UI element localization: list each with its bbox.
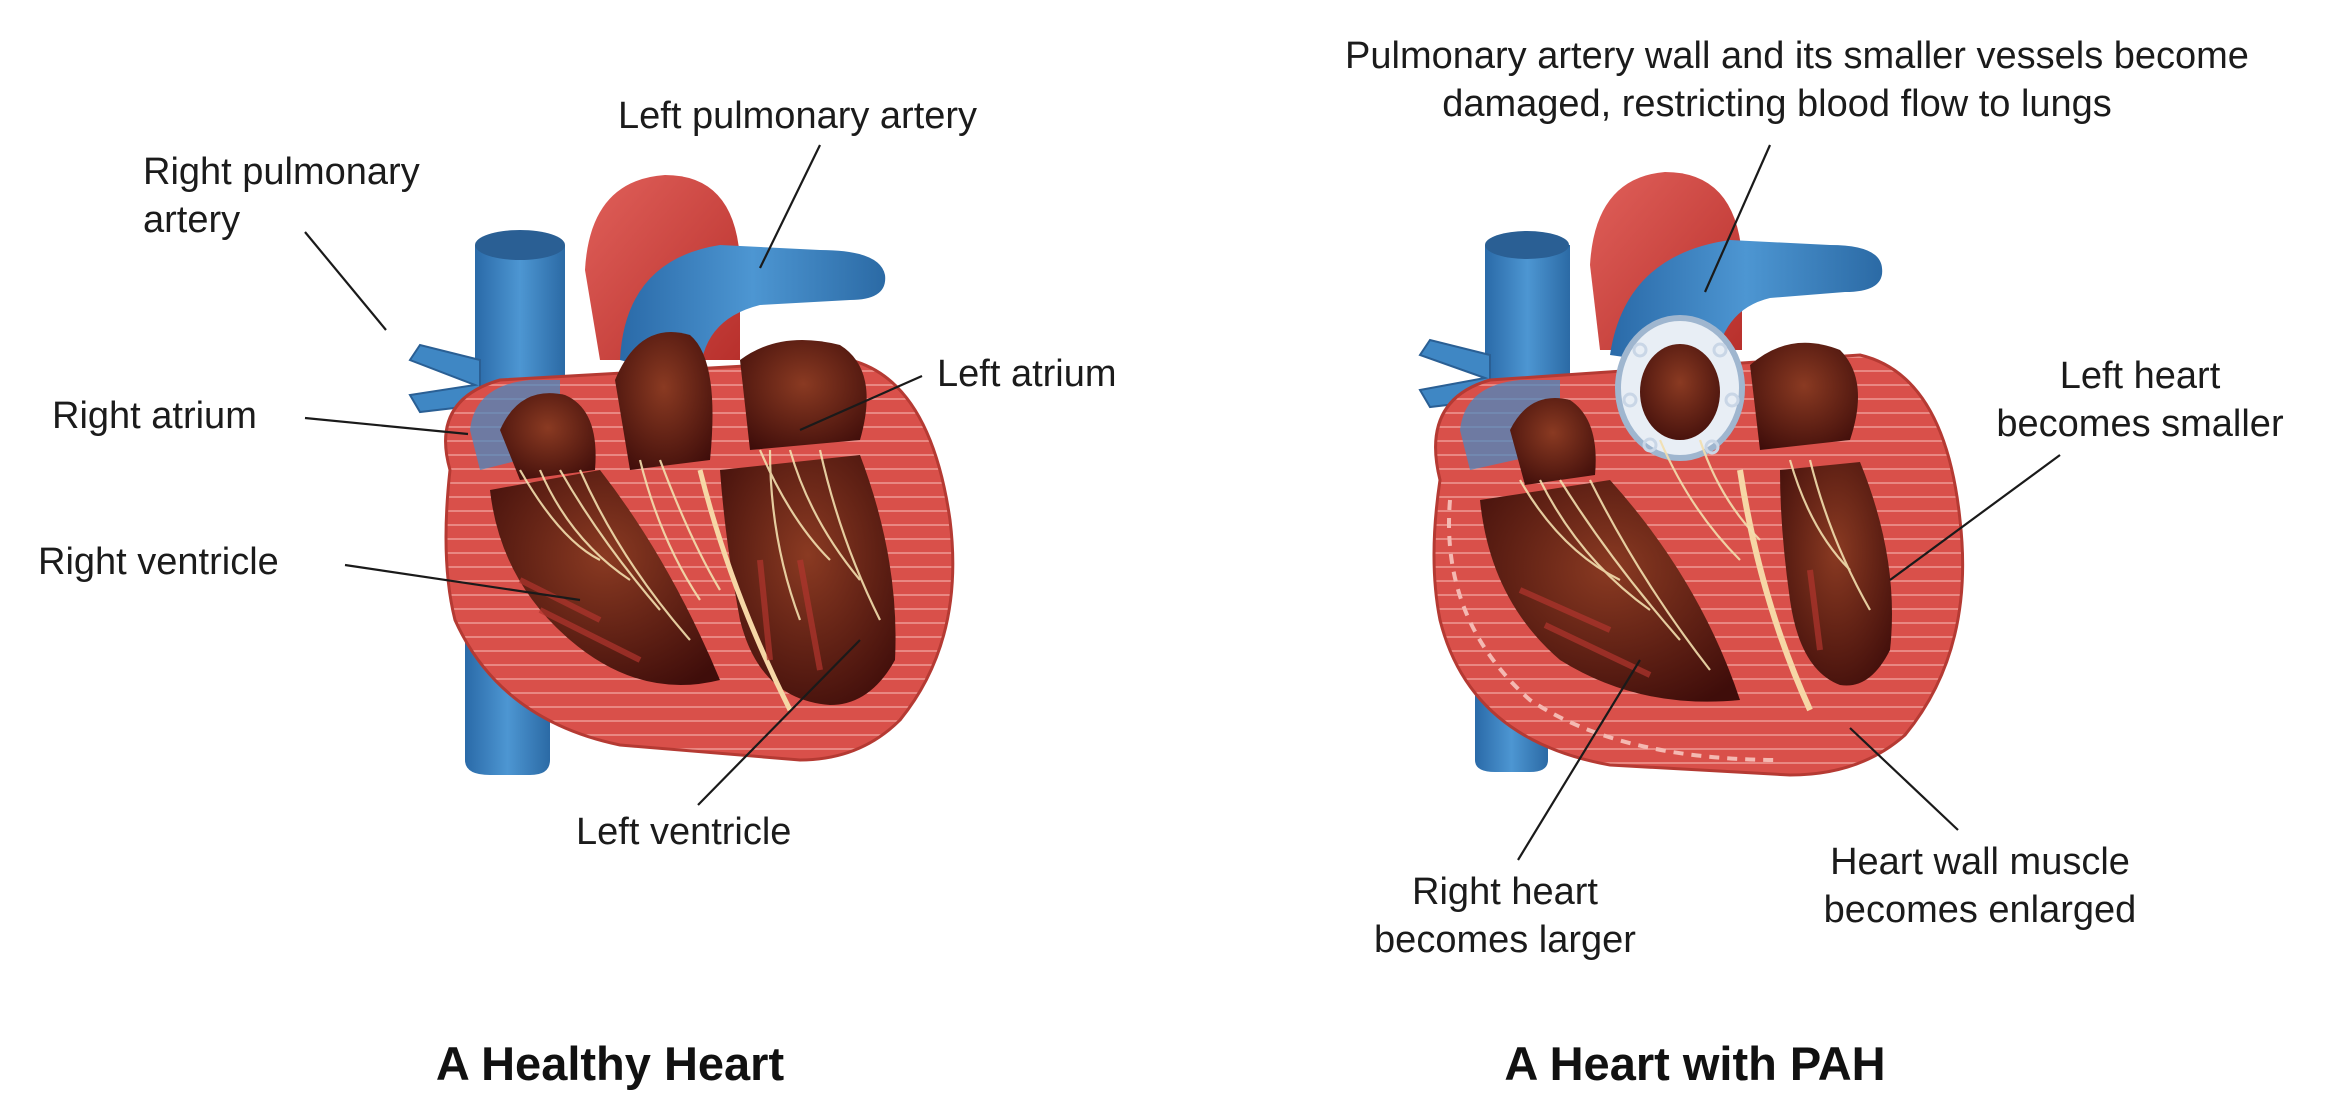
leader-right-atrium	[305, 418, 468, 434]
label-line-1: Heart wall muscle	[1770, 838, 2190, 886]
label-pulmonary-artery-wall: Pulmonary artery wall and its smaller ve…	[1263, 32, 2331, 128]
label-right-atrium: Right atrium	[52, 392, 257, 440]
label-left-ventricle: Left ventricle	[576, 808, 791, 856]
label-line-1: Left heart	[1950, 352, 2330, 400]
label-right-heart: Right heart becomes larger	[1330, 868, 1680, 964]
label-line-2: becomes smaller	[1950, 400, 2330, 448]
label-right-ventricle: Right ventricle	[38, 538, 279, 586]
healthy-heart-illustration	[410, 175, 953, 775]
label-line-2: becomes larger	[1330, 916, 1680, 964]
healthy-heart-title: A Healthy Heart	[380, 1036, 840, 1092]
label-line-1: Right heart	[1330, 868, 1680, 916]
leader-heart-wall-muscle	[1850, 728, 1958, 830]
pah-left-atrium-chamber	[1750, 343, 1858, 450]
label-line-2: becomes enlarged	[1770, 886, 2190, 934]
label-left-heart: Left heart becomes smaller	[1950, 352, 2330, 448]
label-line-1: Pulmonary artery wall and its smaller ve…	[1263, 32, 2331, 80]
label-line-2: artery	[143, 196, 420, 244]
label-line-1: Right pulmonary	[143, 148, 420, 196]
label-left-pulmonary-artery: Left pulmonary artery	[618, 92, 977, 140]
label-right-pulmonary-artery: Right pulmonary artery	[143, 148, 420, 244]
healthy-left-atrium-chamber	[740, 340, 867, 450]
leader-right-pulmonary-artery	[305, 232, 386, 330]
label-left-atrium: Left atrium	[937, 350, 1117, 398]
pah-heart-illustration	[1420, 172, 1963, 775]
label-line-2: damaged, restricting blood flow to lungs	[1223, 80, 2331, 128]
pah-heart-title: A Heart with PAH	[1450, 1036, 1940, 1092]
label-heart-wall-muscle: Heart wall muscle becomes enlarged	[1770, 838, 2190, 934]
